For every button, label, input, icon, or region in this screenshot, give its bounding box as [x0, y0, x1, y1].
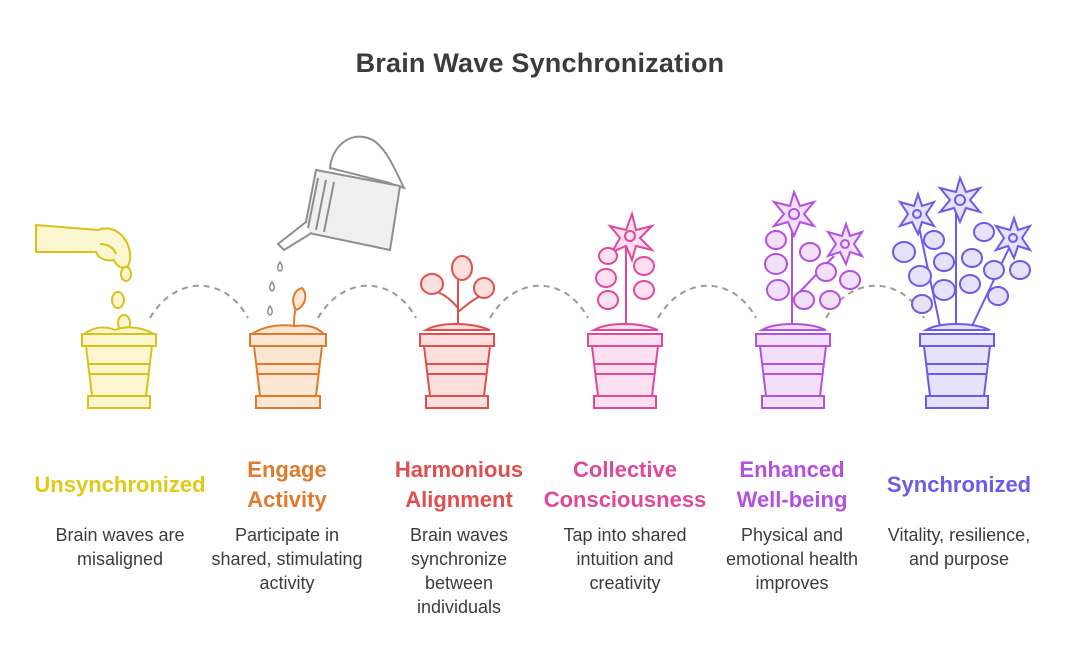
stage-title-text: Collective Consciousness [536, 455, 714, 515]
stage-collective-consciousness: Collective Consciousness Tap into shared… [536, 455, 714, 595]
stage-description: Brain waves synchronize between individu… [370, 523, 548, 619]
water-drops [268, 262, 283, 315]
stage-unsynchronized: Unsynchronized Brain waves are misaligne… [31, 455, 209, 571]
diagram-illustration [0, 0, 1080, 450]
stage-title-text: Enhanced Well-being [727, 455, 857, 515]
leafy-plant-icon [421, 256, 494, 330]
watering-can-icon [278, 137, 404, 250]
stage-title: Enhanced Well-being [703, 455, 881, 515]
connector-2 [318, 286, 416, 318]
stage-title-text: Unsynchronized [34, 470, 205, 500]
connector-1 [150, 286, 248, 318]
sprout-icon [293, 288, 305, 328]
pot-6 [920, 334, 994, 408]
stage-description: Participate in shared, stimulating activ… [198, 523, 376, 595]
stage-engage-activity: Engage Activity Participate in shared, s… [198, 455, 376, 595]
full-bloom-plant-icon [893, 178, 1030, 330]
stage-title: Collective Consciousness [536, 455, 714, 515]
stage-description: Brain waves are misaligned [31, 523, 209, 571]
hand-seeds-icon [36, 225, 154, 334]
flowering-plant-icon [594, 214, 658, 330]
stage-title: Synchronized [870, 455, 1048, 515]
pot-5 [756, 334, 830, 408]
stage-synchronized: Synchronized Vitality, resilience, and p… [870, 455, 1048, 571]
pot-3 [420, 334, 494, 408]
stage-title-text: Synchronized [887, 470, 1031, 500]
stage-title: Harmonious Alignment [370, 455, 548, 515]
stage-description: Vitality, resilience, and purpose [870, 523, 1048, 571]
pot-1 [82, 334, 156, 408]
stage-description: Tap into shared intuition and creativity [536, 523, 714, 595]
pot-4 [588, 334, 662, 408]
stage-title-text: Harmonious Alignment [384, 455, 534, 515]
stage-title: Engage Activity [198, 455, 376, 515]
stage-title: Unsynchronized [31, 455, 209, 515]
connector-3 [490, 286, 588, 318]
stage-description: Physical and emotional health improves [703, 523, 881, 595]
connector-4 [658, 286, 756, 318]
stage-enhanced-well-being: Enhanced Well-being Physical and emotion… [703, 455, 881, 595]
stage-harmonious-alignment: Harmonious Alignment Brain waves synchro… [370, 455, 548, 619]
stage-title-text: Engage Activity [237, 455, 337, 515]
blooming-plant-icon [762, 192, 862, 330]
pot-2 [250, 325, 326, 408]
